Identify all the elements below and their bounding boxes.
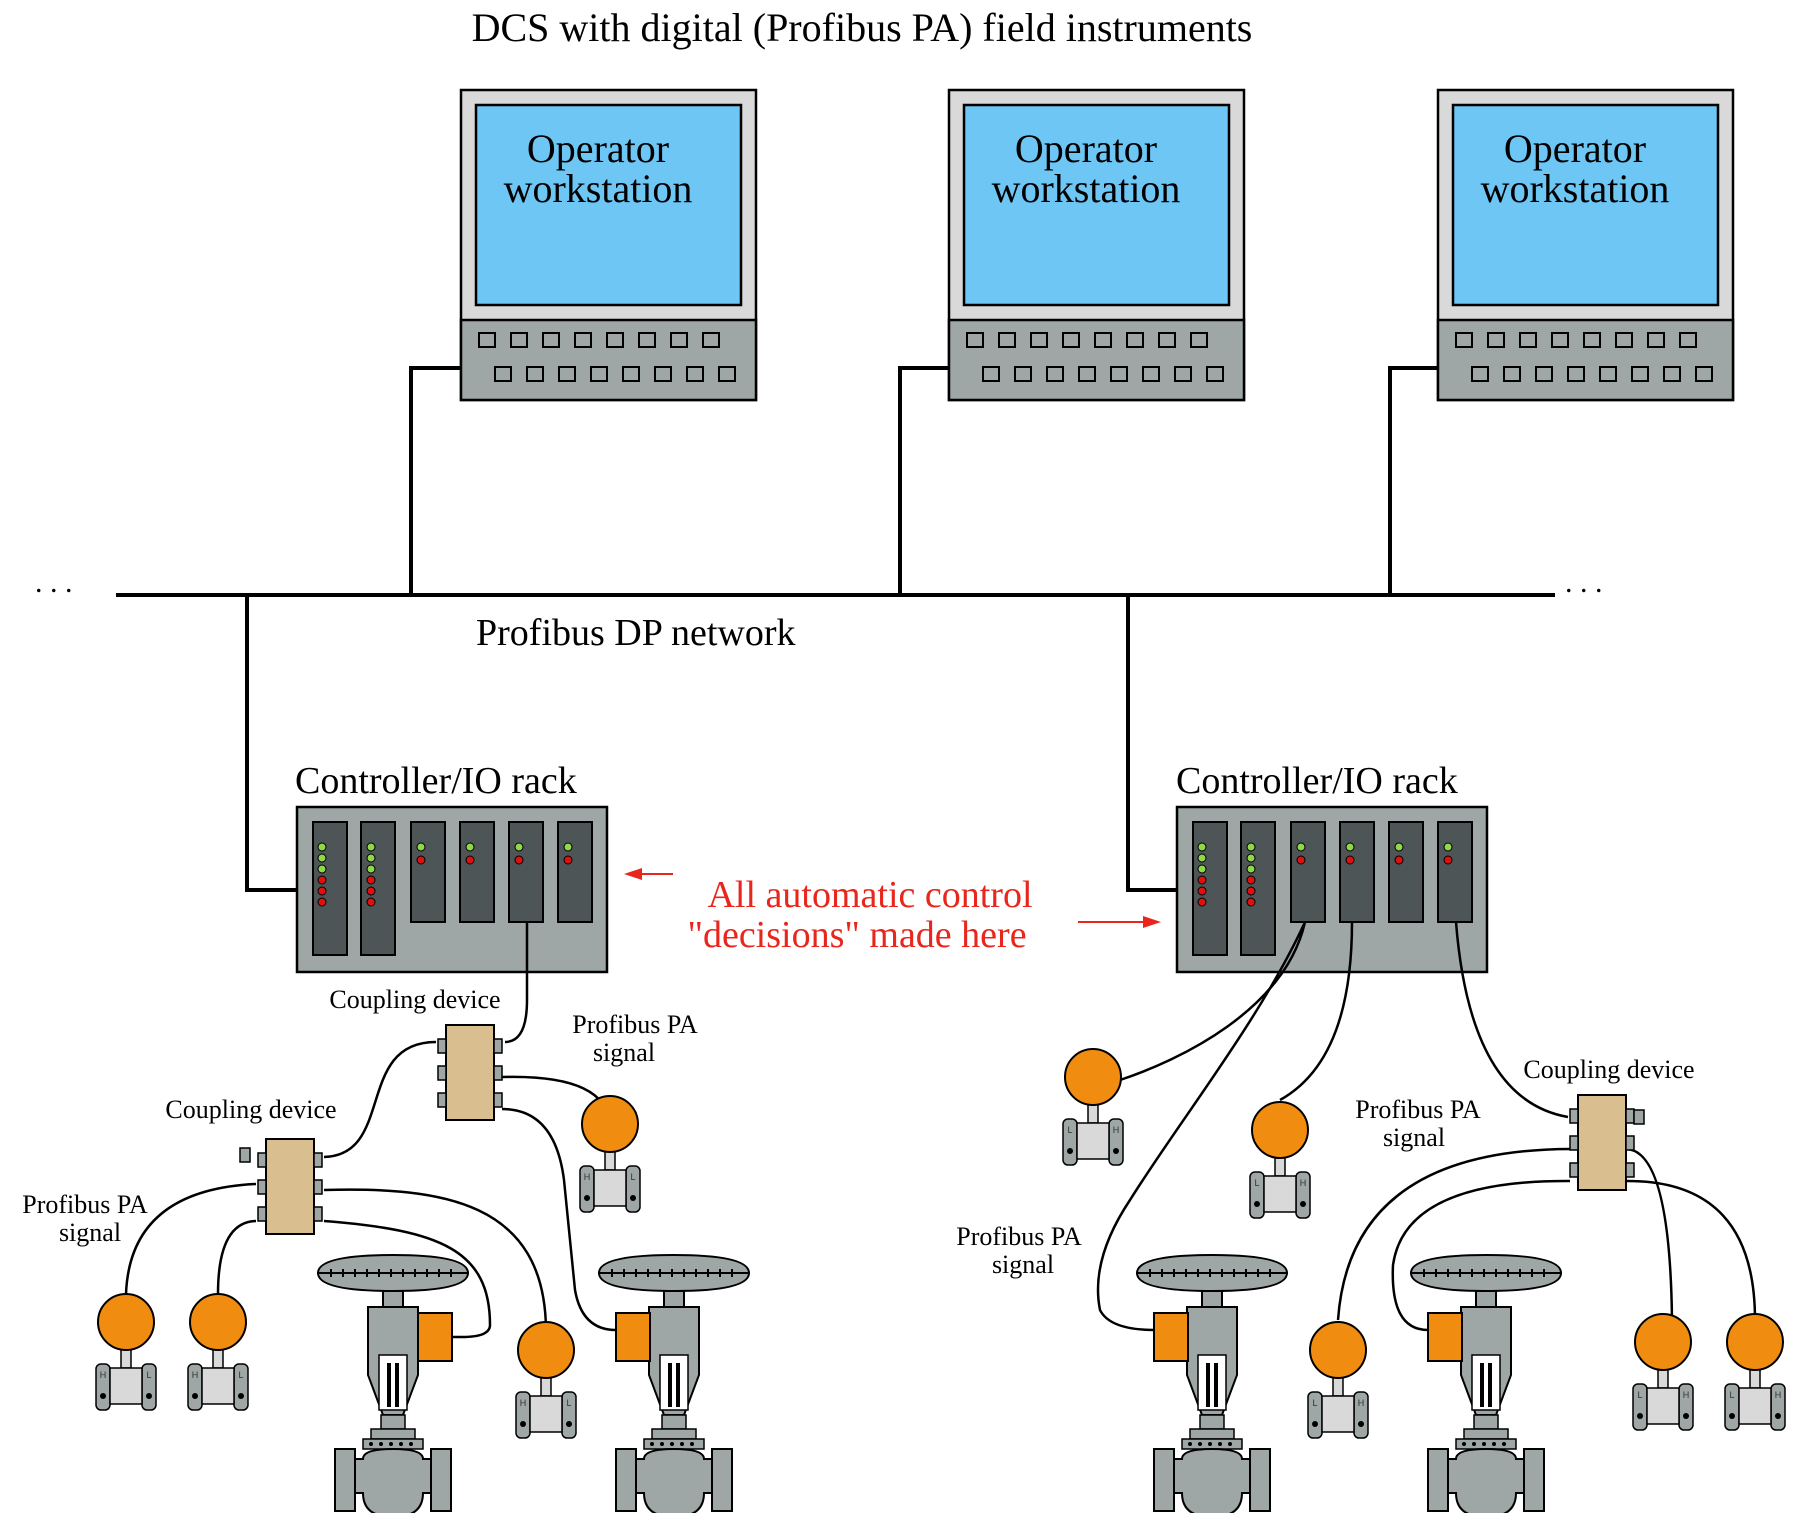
coupling-device-left-lower [257,1138,323,1235]
svg-text:H: H [1683,1390,1690,1400]
svg-text:L: L [1312,1398,1317,1408]
controller-io-rack-1 [295,805,609,974]
signal-label-left-left-line1: Profibus PA [22,1190,148,1219]
transmitter-right-b: L H [1249,1101,1311,1219]
svg-text:L: L [566,1398,571,1408]
operator-workstation-3: Operator workstation [1436,88,1735,402]
workstation-3-line1: Operator [1504,126,1646,171]
transmitter-left-d: H L [515,1321,577,1439]
annotation-line2: "decisions" made here [687,914,1026,956]
transmitter-right-a: L H [1062,1048,1124,1166]
workstation-2-line1: Operator [1015,126,1157,171]
right-field-wiring [1096,921,1757,1332]
transmitter-right-e: L H [1724,1313,1786,1431]
svg-text:L: L [238,1370,243,1380]
control-valve-left-1 [317,1254,469,1513]
coupler-terminator [239,1147,251,1163]
workstation-1-line1: Operator [527,126,669,171]
svg-text:L: L [630,1172,635,1182]
controller-io-rack-2 [1175,805,1489,974]
transmitter-left-a: H L [579,1095,641,1213]
control-valve-left-2 [598,1254,750,1513]
coupling-label-left-lower: Coupling device [165,1095,336,1124]
svg-text:H: H [1775,1390,1782,1400]
valve-positioner-right-2 [1427,1312,1463,1362]
valve-positioner-left-1 [417,1312,453,1362]
rack-2-label: Controller/IO rack [1176,760,1458,802]
svg-text:L: L [1729,1390,1734,1400]
rack-2-drop [1126,595,1178,892]
workstation-3-line2: workstation [1481,166,1670,211]
annotation-arrows [624,868,1161,928]
signal-label-left-left-line2: signal [59,1218,121,1247]
operator-workstation-1: Operator workstation [459,88,758,402]
valve-positioner-left-2 [615,1312,651,1362]
control-valve-right-2 [1410,1254,1562,1513]
svg-text:H: H [520,1398,527,1408]
svg-text:L: L [146,1370,151,1380]
signal-label-left-right-line2: signal [593,1038,655,1067]
signal-label-left-right-line1: Profibus PA [572,1010,698,1039]
workstation-1-drop [409,366,463,595]
rack-1-label: Controller/IO rack [295,760,577,802]
svg-text:H: H [100,1370,107,1380]
signal-label-right-left-line1: Profibus PA [956,1222,1082,1251]
workstation-2-line2: workstation [992,166,1181,211]
svg-text:H: H [584,1172,591,1182]
control-valve-right-1 [1136,1254,1288,1513]
signal-label-right-mid-line2: signal [1383,1123,1445,1152]
svg-text:H: H [1300,1178,1307,1188]
diagram-title: DCS with digital (Profibus PA) field ins… [472,5,1253,50]
coupling-device-left-upper [437,1024,503,1121]
bus-left-ellipsis: . . . [35,566,73,599]
coupling-label-right: Coupling device [1523,1055,1694,1084]
workstation-1-line2: workstation [504,166,693,211]
svg-text:H: H [192,1370,199,1380]
coupler-terminator-right [1633,1109,1645,1125]
network-wiring [116,366,1555,892]
transmitter-left-b: H L [95,1293,157,1411]
signal-label-right-left-line2: signal [992,1250,1054,1279]
rack-1-drop [245,595,313,892]
coupling-label-left-upper: Coupling device [329,985,500,1014]
coupling-device-right [1569,1094,1635,1191]
svg-text:L: L [1637,1390,1642,1400]
transmitter-right-c: L H [1307,1321,1369,1439]
network-label: Profibus DP network [476,612,795,654]
svg-text:L: L [1067,1125,1072,1135]
valve-positioner-right-1 [1153,1312,1189,1362]
annotation-line1: All automatic control [707,874,1032,916]
transmitter-right-d: L H [1632,1313,1694,1431]
svg-text:H: H [1113,1125,1120,1135]
operator-workstation-2: Operator workstation [947,88,1246,402]
svg-text:H: H [1358,1398,1365,1408]
workstation-2-drop [898,366,951,595]
bus-right-ellipsis: . . . [1565,566,1603,599]
transmitter-left-c: H L [187,1293,249,1411]
svg-text:L: L [1254,1178,1259,1188]
workstation-3-drop [1388,366,1440,595]
signal-label-right-mid-line1: Profibus PA [1355,1095,1481,1124]
